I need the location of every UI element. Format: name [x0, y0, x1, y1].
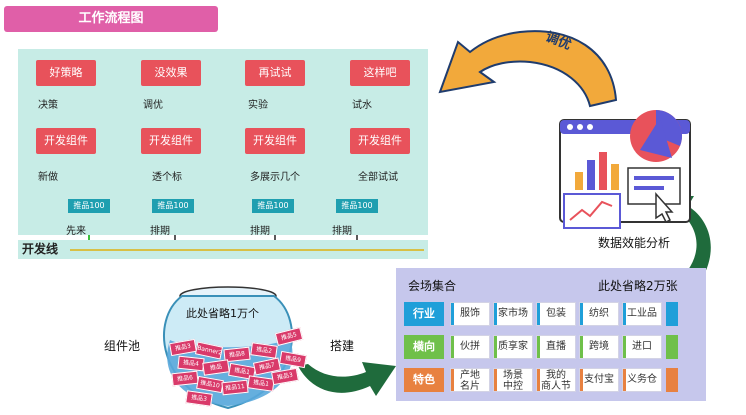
pool-card: 推品4	[177, 355, 205, 372]
venue-row-strip	[666, 335, 678, 359]
venue-cell: 包装	[536, 302, 576, 326]
analytics-illustration	[559, 110, 691, 229]
item-box: 推品100	[68, 199, 110, 213]
strategy-box: 再试试	[245, 60, 305, 86]
arrow-label: 决策	[38, 100, 58, 111]
venue-cell: 质享家	[493, 335, 533, 359]
arrow-label: 实验	[248, 100, 268, 111]
venue-title: 会场集合	[408, 279, 457, 293]
venue-row-head: 特色	[404, 368, 444, 392]
venue-cell: 产地 名片	[450, 368, 490, 392]
dev-line-rule	[70, 249, 424, 251]
order-label: 排期	[332, 226, 352, 237]
outcome-label: 全部试试	[358, 172, 398, 183]
build-label: 搭建	[330, 339, 355, 353]
venue-cell: 义务仓	[622, 368, 662, 392]
build-arrow	[298, 362, 396, 396]
venue-cell: 纺织	[579, 302, 619, 326]
pool-card: 推品11	[221, 379, 249, 396]
arrow-label: 调优	[143, 100, 163, 111]
arrow-label: 试水	[352, 100, 372, 111]
venue-row-strip	[666, 368, 678, 392]
venue-row-head: 行业	[404, 302, 444, 326]
order-label: 排期	[150, 226, 170, 237]
venue-row-strip	[666, 302, 678, 326]
strategy-box: 没效果	[141, 60, 201, 86]
pool-note: 此处省略1万个	[186, 307, 259, 320]
venue-cell: 直播	[536, 335, 576, 359]
pool-label: 组件池	[104, 339, 141, 353]
dev-line-label: 开发线	[22, 242, 59, 256]
component-box: 开发组件	[245, 128, 305, 154]
order-label: 排期	[250, 226, 270, 237]
page-title: 工作流程图	[4, 6, 218, 32]
venue-cell: 工业品	[622, 302, 662, 326]
outcome-label: 新做	[38, 172, 58, 183]
strategy-box: 好策略	[36, 60, 96, 86]
item-box: 推品100	[152, 199, 194, 213]
strategy-box: 这样吧	[350, 60, 410, 86]
venue-cell: 服饰	[450, 302, 490, 326]
component-box: 开发组件	[350, 128, 410, 154]
venue-cell: 跨境	[579, 335, 619, 359]
item-box: 推品100	[336, 199, 378, 213]
venue-cell: 家市场	[493, 302, 533, 326]
item-box: 推品100	[252, 199, 294, 213]
venue-note: 此处省略2万张	[598, 279, 678, 293]
venue-cell: 伙拼	[450, 335, 490, 359]
component-box: 开发组件	[141, 128, 201, 154]
outcome-label: 多展示几个	[250, 172, 300, 183]
venue-cell: 场景 中控	[493, 368, 533, 392]
venue-cell: 进口	[622, 335, 662, 359]
tune-arrow	[438, 30, 618, 108]
venue-row-head: 横向	[404, 335, 444, 359]
order-label: 先来	[66, 226, 86, 237]
venue-cell: 支付宝	[579, 368, 619, 392]
analysis-label: 数据效能分析	[598, 236, 671, 250]
component-box: 开发组件	[36, 128, 96, 154]
venue-cell: 我的 商人节	[536, 368, 576, 392]
outcome-label: 透个标	[152, 172, 182, 183]
pool-card: 推品6	[171, 370, 199, 387]
